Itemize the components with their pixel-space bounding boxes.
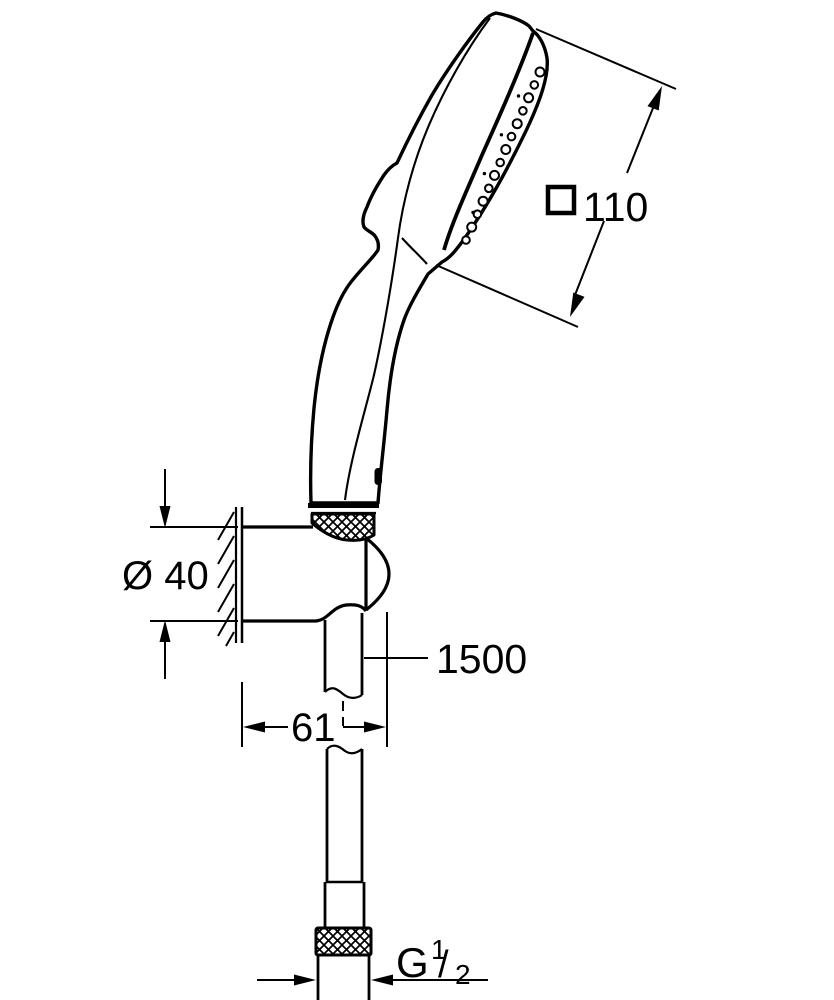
wall-hatching: [217, 511, 235, 647]
thread-prefix: G: [396, 939, 429, 986]
arrowhead-right-icon: [294, 974, 316, 986]
extension-line: [435, 264, 579, 328]
thread-numerator: 1: [431, 934, 447, 965]
wall-holder: [242, 525, 391, 623]
shower-hose: [314, 613, 373, 1000]
dimension-thread: G 1 / 2: [257, 934, 488, 990]
dim-holder-depth-label: 61: [291, 706, 336, 750]
spray-nozzles: [461, 66, 546, 245]
square-symbol: [545, 184, 577, 216]
dim-hose-length-label: 1500: [436, 636, 527, 682]
hose-knurled-nut: [314, 926, 373, 957]
spray-face-inner-line: [442, 32, 535, 251]
thread-slash: /: [438, 944, 449, 986]
dimension-head-size: 110: [435, 28, 677, 328]
dim-holder-diameter-label: Ø 40: [122, 554, 209, 598]
hose-break-line-upper: [324, 687, 363, 699]
head-handle-crease: [401, 237, 428, 265]
dimension-hose-length: 1500: [364, 636, 527, 682]
extension-line: [535, 28, 677, 90]
thread-denominator: 2: [455, 959, 471, 990]
handle-clip-mark: [374, 468, 382, 485]
dimension-holder-diameter: Ø 40: [122, 469, 238, 679]
hose-break-line-lower: [326, 744, 363, 755]
dim-head-size-label: 110: [583, 184, 648, 230]
arrowhead-up-icon: [159, 620, 171, 642]
handle-end-cap: [308, 503, 379, 515]
holder-dome: [365, 536, 391, 612]
thread-connector: [316, 955, 371, 1000]
hose-upper-segment: [323, 613, 364, 726]
dimension-holder-depth: 61: [241, 612, 388, 750]
hand-shower: [308, 11, 549, 542]
handle-cone-nut: [310, 512, 376, 542]
hose-lower-segment: [323, 744, 366, 928]
arrowhead-down-icon: [159, 506, 171, 528]
holder-bottom-edge: [242, 603, 368, 623]
dimension-line: [574, 220, 605, 296]
arrowhead-down-icon: [570, 292, 585, 317]
handle-contour-line: [343, 17, 491, 501]
dimension-line: [626, 107, 654, 174]
arrowhead-right-icon: [364, 721, 386, 733]
arrowhead-left-icon: [371, 974, 393, 986]
shower-head-outline: [308, 11, 549, 505]
arrowhead-left-icon: [243, 721, 265, 733]
arrowhead-up-icon: [647, 86, 662, 111]
